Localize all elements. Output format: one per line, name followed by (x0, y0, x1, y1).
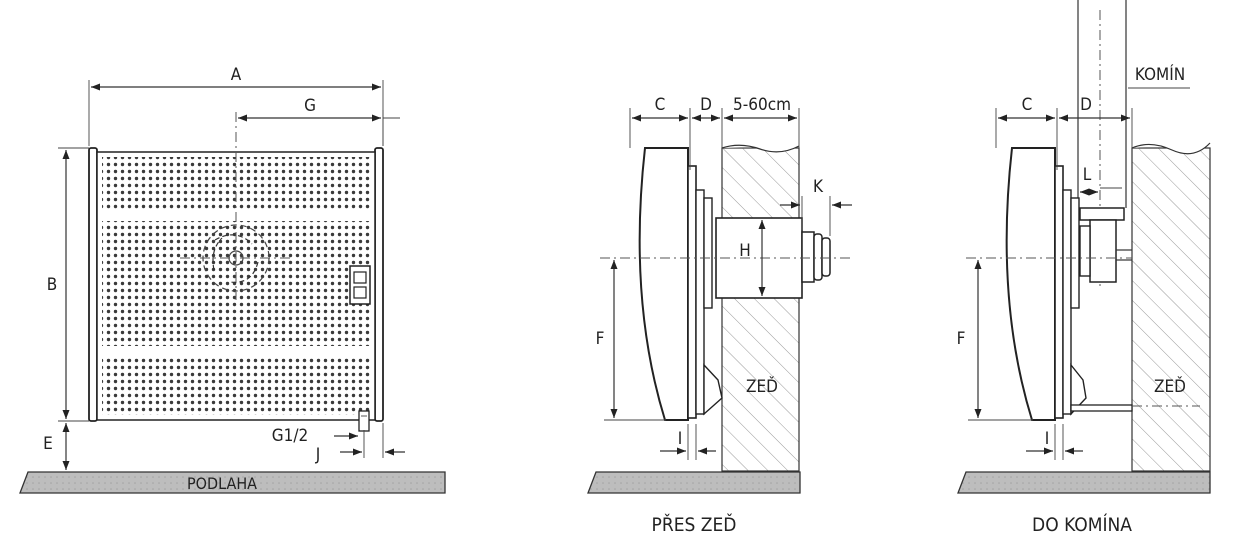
wall-bracket (1070, 404, 1133, 412)
dim-B-label: B (47, 275, 58, 295)
control-window (349, 265, 371, 305)
caption-into-chimney: DO KOMÍNA (1032, 513, 1132, 536)
dim-C-label-2: C (1022, 95, 1033, 115)
heater-side-body-1 (638, 147, 689, 421)
floor-front: PODLAHA (19, 471, 446, 494)
wall-section-2 (1131, 147, 1211, 472)
dim-G-label: G (304, 96, 316, 116)
dim-D-label-1: D (700, 95, 712, 115)
gas-connector (358, 410, 370, 432)
wall-section-1 (721, 147, 800, 472)
dim-wall-gap-label: 5-60cm (733, 95, 791, 115)
side-view-into-chimney: KOMÍN C D L F I ZEĎ DO KOMÍNA (957, 0, 1211, 536)
wall-label-2: ZEĎ (1154, 375, 1186, 397)
dim-H-label: H (739, 241, 751, 261)
dim-D-label-2: D (1080, 95, 1092, 115)
dim-C-label-1: C (655, 95, 666, 115)
dim-E-label: E (43, 434, 53, 454)
dim-L-label: L (1083, 165, 1092, 185)
dim-K-label: K (813, 177, 824, 197)
flue-terminal (801, 231, 831, 283)
connector-G12-label: G1/2 (272, 426, 308, 446)
caption-through-wall: PŘES ZEĎ (652, 513, 737, 536)
perforated-panel-bottom (102, 357, 370, 415)
wall-label-1: ZEĎ (746, 375, 778, 397)
dim-A-label: A (231, 65, 242, 85)
front-view: PODLAHA (19, 65, 446, 494)
chimney-label: KOMÍN (1135, 63, 1185, 85)
dim-J-label: J (315, 445, 321, 465)
dim-I-label-1: I (678, 429, 683, 449)
floor-label: PODLAHA (187, 474, 257, 493)
heater-side-body-2 (1005, 147, 1056, 421)
heater-front-body (88, 112, 384, 432)
dim-F-label-1: F (596, 329, 605, 349)
chimney-flue (1077, 0, 1132, 290)
dim-I-label-2: I (1045, 429, 1050, 449)
dim-F-label-2: F (957, 329, 966, 349)
side-view-through-wall: C D 5-60cm K H F I ZEĎ PŘES ZEĎ (587, 95, 852, 536)
